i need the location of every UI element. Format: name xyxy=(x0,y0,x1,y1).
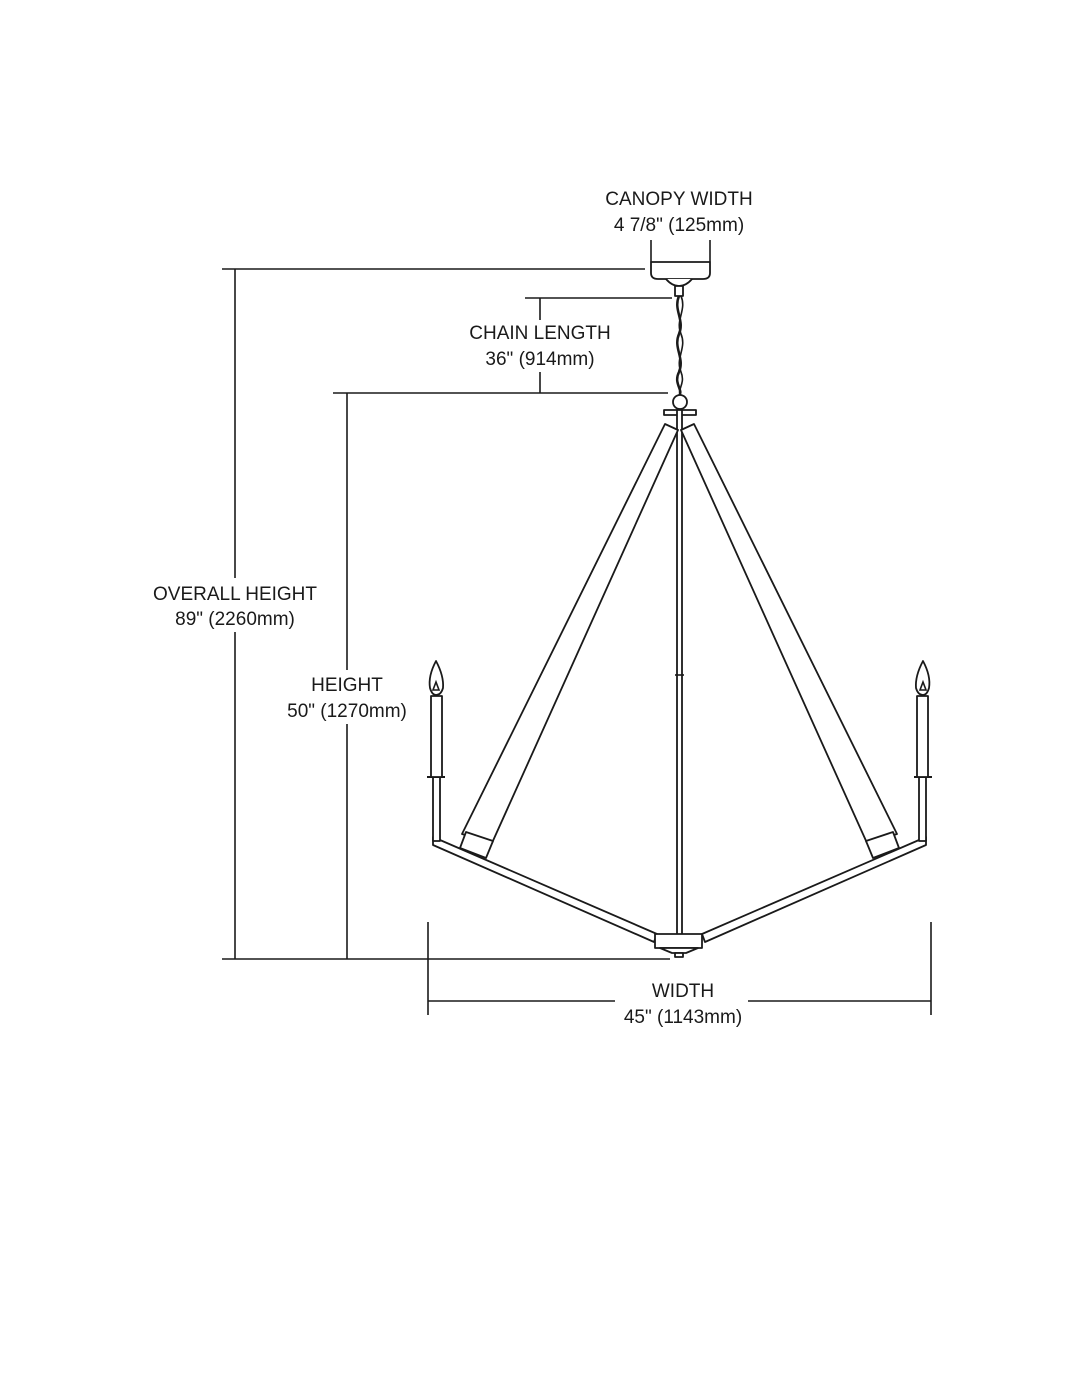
chain-length-label: CHAIN LENGTH xyxy=(469,323,611,344)
right-arm-assembly xyxy=(680,423,932,943)
chain-length-dimension-lines xyxy=(333,297,672,394)
chain xyxy=(672,295,688,410)
width-label: WIDTH xyxy=(651,981,715,1002)
canopy-width-label: CANOPY WIDTH xyxy=(605,189,753,210)
height-value: 50" (1270mm) xyxy=(287,701,407,722)
canopy xyxy=(650,261,711,297)
height-label: HEIGHT xyxy=(311,675,383,696)
left-arm-assembly xyxy=(427,423,679,943)
overall-height-label: OVERALL HEIGHT xyxy=(152,584,318,605)
top-hub xyxy=(663,409,697,936)
width-dimension-lines xyxy=(427,922,932,1015)
canopy-width-dimension-lines xyxy=(650,240,711,262)
chain-length-value: 36" (914mm) xyxy=(485,349,595,370)
overall-height-dimension-lines xyxy=(222,268,670,960)
bottom-hub xyxy=(654,933,703,958)
candle-flame-icon xyxy=(428,660,445,696)
width-value: 45" (1143mm) xyxy=(623,1007,743,1028)
overall-height-value: 89" (2260mm) xyxy=(175,609,295,630)
canopy-width-value: 4 7/8" (125mm) xyxy=(613,215,745,236)
